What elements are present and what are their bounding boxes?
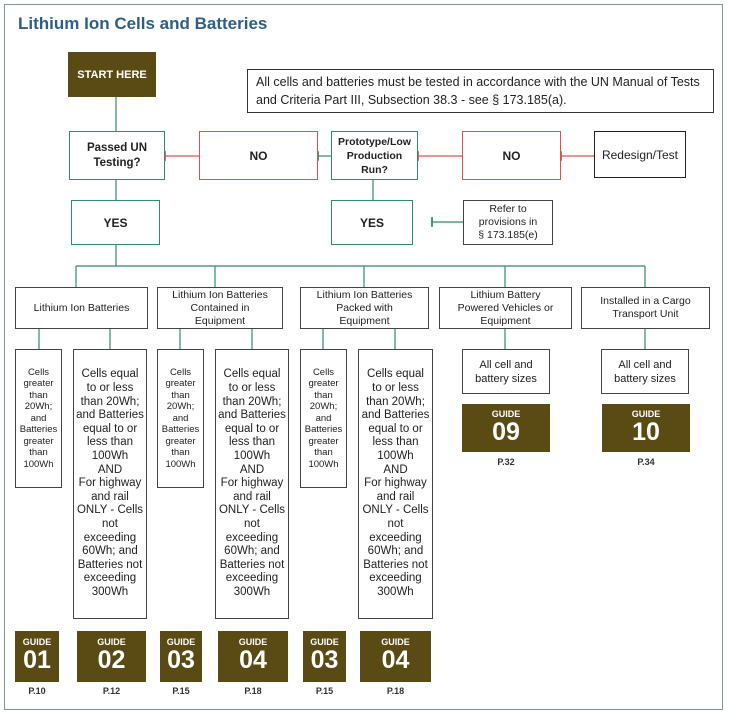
- guide-03-badge: GUIDE 03: [160, 631, 202, 682]
- start-here-box: START HERE: [68, 52, 156, 97]
- guide-number: 04: [381, 646, 410, 674]
- category-powered-vehicles: Lithium Battery Powered Vehicles or Equi…: [439, 287, 572, 329]
- guide-02-badge: GUIDE 02: [77, 631, 146, 682]
- no-box-2: NO: [462, 131, 561, 180]
- guide-label: GUIDE: [238, 637, 268, 647]
- guide-label: GUIDE: [97, 637, 126, 647]
- redesign-test-box: Redesign/Test: [594, 131, 686, 178]
- guide-number: 02: [97, 646, 126, 674]
- guide-01-badge: GUIDE 01: [15, 631, 59, 682]
- small-cells-box-2: Cells greater than 20Wh; and Batteries g…: [157, 349, 204, 488]
- guide-label: GUIDE: [631, 409, 661, 419]
- small-cells-box-3: Cells greater than 20Wh; and Batteries g…: [300, 349, 347, 488]
- guide-page: P.18: [244, 686, 262, 696]
- all-sizes-box-2: All cell and battery sizes: [601, 349, 689, 394]
- guide-number: 03: [310, 646, 339, 674]
- guide-page: P.15: [315, 686, 334, 696]
- all-sizes-box-1: All cell and battery sizes: [462, 349, 550, 394]
- guide-label: GUIDE: [166, 637, 196, 647]
- yes-box-2: YES: [331, 200, 413, 245]
- diagram-frame: [4, 4, 723, 710]
- guide-number: 03: [167, 646, 195, 674]
- guide-label: GUIDE: [22, 637, 52, 647]
- guide-04-badge: GUIDE 04: [360, 631, 431, 682]
- large-cells-box-3: Cells equal to or less than 20Wh; and Ba…: [358, 349, 433, 619]
- small-cells-box-1: Cells greater than 20Wh; and Batteries g…: [15, 349, 62, 488]
- prototype-decision: Prototype/Low Production Run?: [331, 131, 418, 180]
- guide-label: GUIDE: [310, 637, 339, 647]
- no-box-1: NO: [199, 131, 318, 180]
- guide-page: P.34: [637, 457, 655, 467]
- un-testing-note: All cells and batteries must be tested i…: [247, 69, 714, 113]
- guide-10-badge: GUIDE 10: [602, 404, 690, 452]
- guide-number: 01: [23, 646, 51, 674]
- category-packed-with-equipment: Lithium Ion Batteries Packed with Equipm…: [300, 287, 429, 329]
- guide-03-badge: GUIDE 03: [303, 631, 346, 682]
- yes-box-1: YES: [71, 200, 160, 245]
- guide-09-badge: GUIDE 09: [462, 404, 550, 452]
- page-title: Lithium Ion Cells and Batteries: [18, 14, 268, 33]
- category-cargo-transport-unit: Installed in a Cargo Transport Unit: [581, 287, 710, 329]
- guide-page: P.10: [28, 686, 46, 696]
- guide-label: GUIDE: [381, 637, 410, 647]
- guide-label: GUIDE: [491, 409, 521, 419]
- large-cells-box-2: Cells equal to or less than 20Wh; and Ba…: [215, 349, 289, 619]
- guide-page: P.32: [497, 457, 515, 467]
- guide-04-badge: GUIDE 04: [218, 631, 288, 682]
- refer-provisions-box: Refer to provisions in § 173.185(e): [463, 200, 553, 245]
- large-cells-box-1: Cells equal to or less than 20Wh; and Ba…: [73, 349, 147, 619]
- category-contained-in-equipment: Lithium Ion Batteries Contained in Equip…: [157, 287, 283, 329]
- guide-page: P.15: [172, 686, 190, 696]
- category-lithium-ion-batteries: Lithium Ion Batteries: [15, 287, 148, 329]
- guide-number: 04: [239, 646, 267, 674]
- guide-page: P.12: [102, 686, 121, 696]
- guide-page: P.18: [386, 686, 405, 696]
- guide-number: 10: [632, 418, 660, 446]
- guide-number: 09: [492, 418, 520, 446]
- passed-un-testing-decision: Passed UN Testing?: [69, 131, 165, 180]
